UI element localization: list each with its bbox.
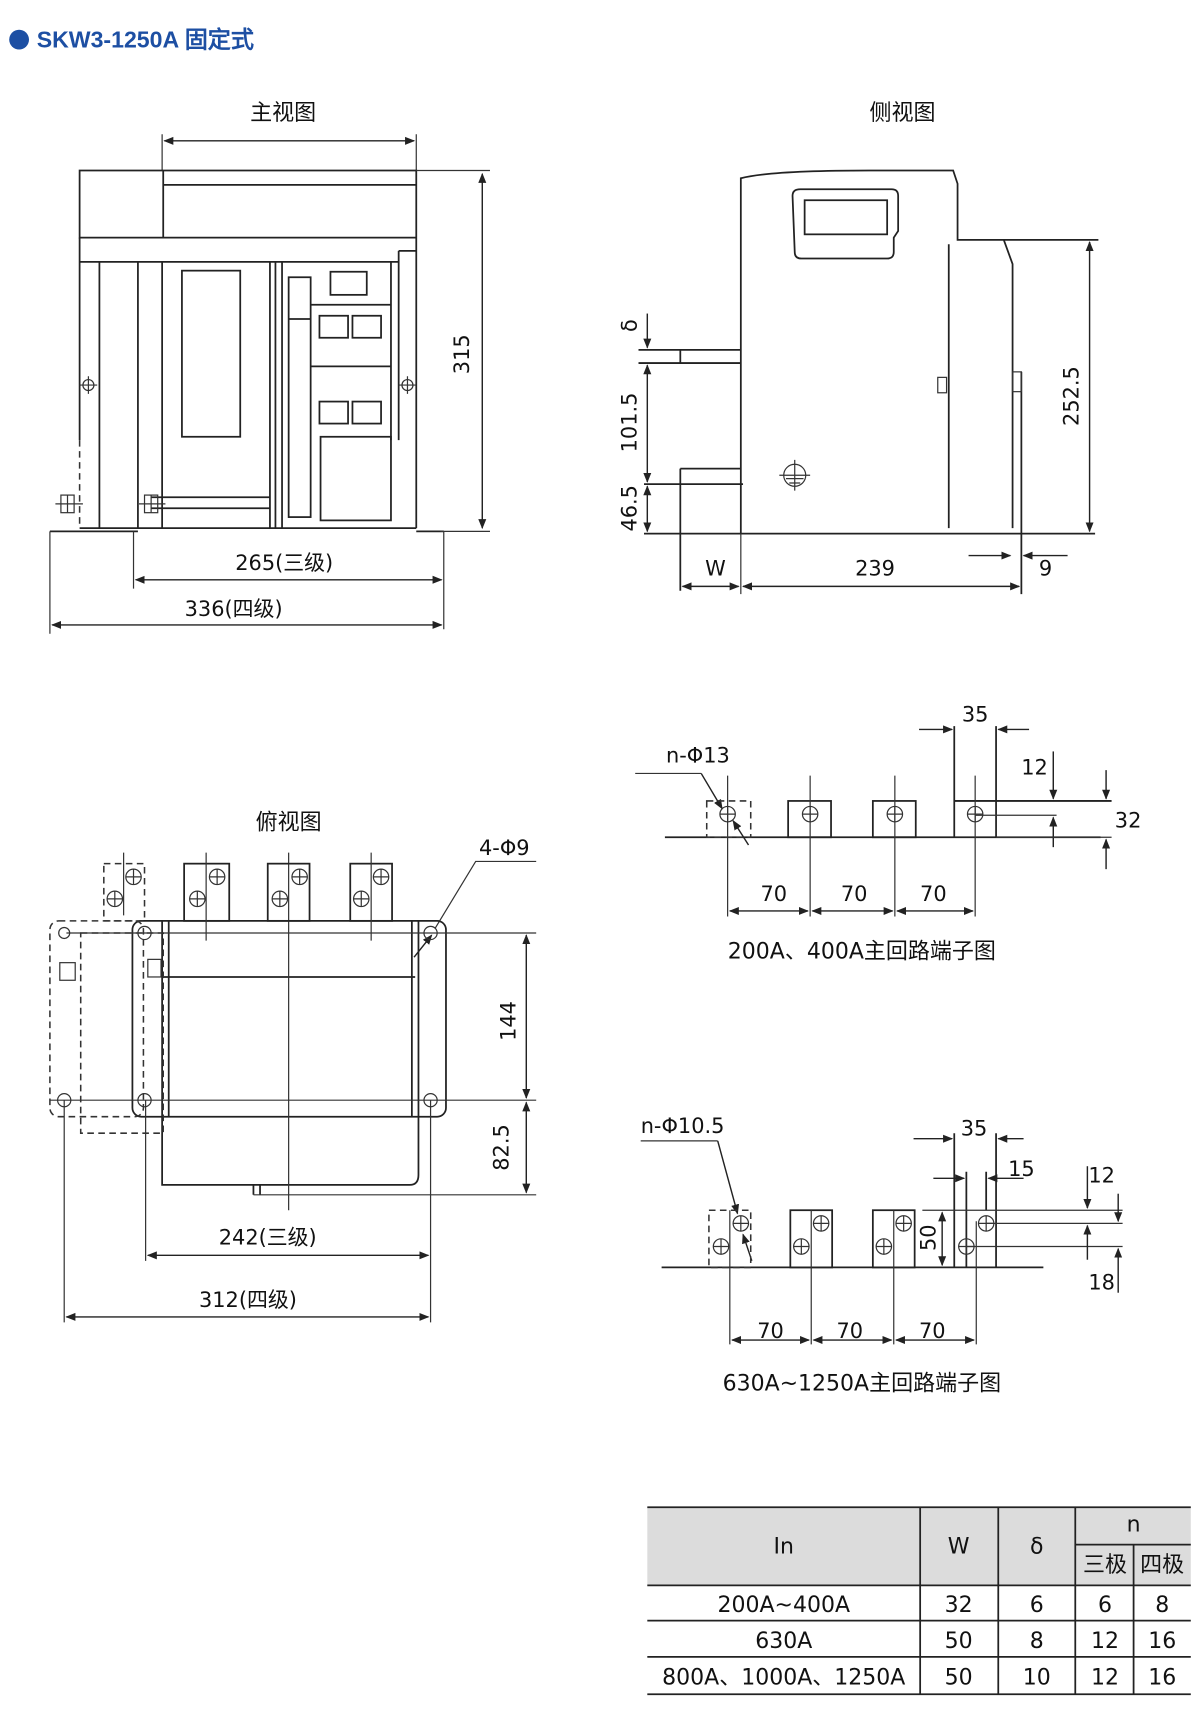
screw-icon xyxy=(79,376,98,394)
front-height-dim: 315 xyxy=(450,334,474,374)
top-view: 俯视图 4-Φ9 144 82.5 242(三级) 312(四级) xyxy=(49,811,537,1323)
cell-delta: 6 xyxy=(1030,1593,1044,1618)
hole-offset-dim: 12 xyxy=(1021,756,1048,780)
bolt-icon xyxy=(139,494,166,514)
height-dim: 50 xyxy=(917,1224,941,1251)
hole-label: n-Φ13 xyxy=(666,743,730,767)
top-view-label: 俯视图 xyxy=(256,811,322,836)
side-view: 侧视图 δ 101.5 46.5 W 239 9 252.5 xyxy=(617,101,1099,595)
header-n4: 四极 xyxy=(1140,1553,1184,1578)
front-view: 主视图 315 265(三级) 336(四级) xyxy=(49,101,490,634)
front-width-3p-dim: 265(三级) xyxy=(235,551,333,575)
terminal-diagram-large: n-Φ10.5 70 70 70 35 15 50 12 18 630A~125… xyxy=(640,1114,1123,1397)
delta-dim: δ xyxy=(617,319,641,332)
front-view-label: 主视图 xyxy=(250,101,316,126)
width-dim: 35 xyxy=(961,1116,988,1140)
cell-in: 630A xyxy=(755,1629,812,1654)
header-n: n xyxy=(1127,1512,1141,1537)
cell-n4: 16 xyxy=(1148,1665,1176,1690)
cell-in: 200A~400A xyxy=(717,1593,850,1618)
spec-table: In W δ n 三极 四极 200A~400A 32 6 6 8 630A 5… xyxy=(647,1506,1191,1696)
w-dim: W xyxy=(705,556,726,580)
hole-offset-bottom-dim: 18 xyxy=(1088,1270,1115,1294)
cell-w: 50 xyxy=(945,1665,973,1690)
bolt-icon xyxy=(55,494,83,514)
cell-w: 50 xyxy=(945,1629,973,1654)
hole-label: n-Φ10.5 xyxy=(641,1114,725,1138)
header-n3: 三极 xyxy=(1083,1553,1127,1578)
pitch-dim: 70 xyxy=(836,1319,863,1343)
cell-n3: 12 xyxy=(1091,1665,1119,1690)
top-dim-82-5: 82.5 xyxy=(490,1124,514,1171)
top-width-4p-dim: 312(四级) xyxy=(199,1288,297,1312)
bullet-icon xyxy=(9,29,30,50)
cell-n4: 16 xyxy=(1148,1629,1176,1654)
table-row: 200A~400A 32 6 6 8 xyxy=(717,1593,1169,1618)
pitch-dim: 70 xyxy=(919,1319,946,1343)
ground-icon xyxy=(779,459,811,491)
side-dim-101-5: 101.5 xyxy=(617,393,641,453)
cell-n3: 6 xyxy=(1098,1593,1112,1618)
screw-icon xyxy=(398,376,417,394)
top-width-3p-dim: 242(三级) xyxy=(219,1225,317,1249)
top-dim-144: 144 xyxy=(496,1001,520,1041)
pitch-dim: 70 xyxy=(841,882,868,906)
terminal-large-caption: 630A~1250A主回路端子图 xyxy=(723,1372,1002,1397)
table-row: 630A 50 8 12 16 xyxy=(755,1629,1176,1654)
side-view-label: 侧视图 xyxy=(870,101,936,126)
pitch-dim: 70 xyxy=(920,882,947,906)
hole-offset-top-dim: 12 xyxy=(1088,1164,1115,1188)
side-dim-46-5: 46.5 xyxy=(617,485,641,532)
cell-w: 32 xyxy=(945,1593,973,1618)
page-title: SKW3-1250A 固定式 xyxy=(37,26,254,52)
terminal-small-caption: 200A、400A主回路端子图 xyxy=(728,939,996,964)
cell-delta: 10 xyxy=(1023,1665,1051,1690)
cell-delta: 8 xyxy=(1030,1629,1044,1654)
offset-dim: 9 xyxy=(1039,556,1052,580)
header-delta: δ xyxy=(1030,1534,1043,1559)
page-header: SKW3-1250A 固定式 xyxy=(9,26,254,52)
table-row: 800A、1000A、1250A 50 10 12 16 xyxy=(662,1665,1176,1690)
side-height-dim: 252.5 xyxy=(1060,366,1084,426)
header-w: W xyxy=(948,1534,970,1559)
hole-gap-dim: 15 xyxy=(1008,1157,1035,1181)
cell-n3: 12 xyxy=(1091,1629,1119,1654)
pitch-dim: 70 xyxy=(757,1319,784,1343)
depth-dim: 239 xyxy=(855,556,895,580)
front-width-4p-dim: 336(四级) xyxy=(185,597,283,621)
pitch-dim: 70 xyxy=(761,882,788,906)
holes-label: 4-Φ9 xyxy=(479,836,530,860)
cell-in: 800A、1000A、1250A xyxy=(662,1665,905,1690)
terminal-diagram-small: n-Φ13 70 70 70 35 12 32 200A、400A主回路端子图 xyxy=(635,703,1142,964)
header-in: In xyxy=(774,1534,794,1559)
width-dim: 35 xyxy=(962,703,989,727)
cell-n4: 8 xyxy=(1155,1593,1169,1618)
height-dim: 32 xyxy=(1115,808,1142,832)
